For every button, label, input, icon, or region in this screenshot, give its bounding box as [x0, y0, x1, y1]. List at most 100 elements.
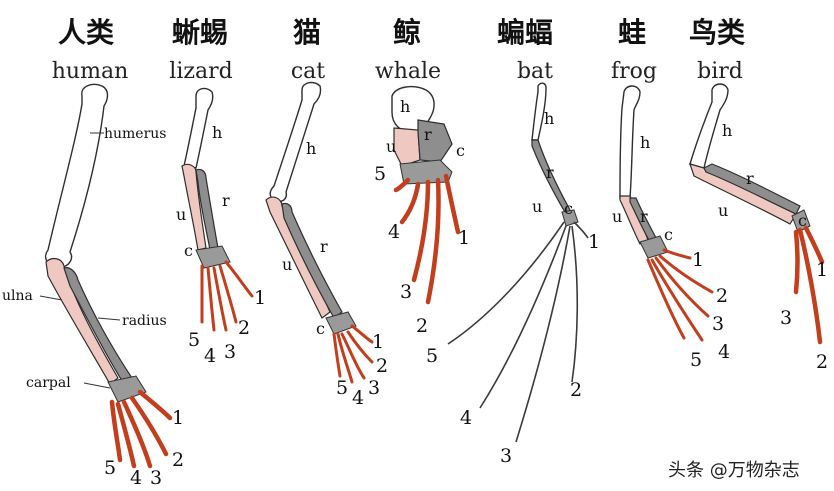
human-digit-5: 5 [104, 457, 116, 479]
bird-forelimb: h r u c 1 2 3 [689, 83, 828, 373]
bird-humerus [689, 83, 729, 169]
frog-digit-2: 2 [716, 285, 728, 307]
header-zh-whale: 鲸 [393, 16, 421, 49]
cat-digit-4: 4 [352, 387, 364, 409]
whale-digit-4: 4 [388, 221, 400, 243]
header-zh-human: 人类 [58, 16, 114, 49]
header-en-lizard: lizard [169, 59, 232, 84]
bat-digit-1: 1 [588, 231, 600, 253]
bat-forelimb: h r u c 1 2 3 4 5 [426, 82, 600, 467]
cat-digit-5: 5 [336, 377, 348, 399]
lizard-label-c: c [184, 241, 193, 260]
header-en-bat: bat [517, 59, 553, 84]
whale-digit-1: 1 [458, 227, 470, 249]
bird-digits [793, 225, 825, 345]
cat-label-c: c [316, 319, 325, 338]
bat-digit-3: 3 [500, 445, 512, 467]
lizard-digit-1: 1 [254, 287, 266, 309]
bat-label-r: r [546, 163, 554, 182]
cat-label-h: h [306, 139, 316, 158]
human-digit-1: 1 [172, 407, 184, 429]
whale-digits [393, 173, 461, 305]
frog-digits [646, 248, 714, 342]
cat-carpals [325, 311, 357, 335]
bat-digit-5: 5 [426, 345, 438, 367]
label-ulna: ulna [2, 288, 33, 304]
lizard-digit-2: 2 [238, 317, 250, 339]
lizard-forelimb: h r u c 1 2 3 4 5 [176, 87, 266, 367]
pointer-ulna [39, 295, 63, 301]
header-en-human: human [52, 59, 128, 84]
whale-label-u: u [386, 137, 396, 156]
frog-forelimb: h r u c 1 2 3 4 5 [612, 85, 730, 371]
lizard-label-r: r [222, 191, 230, 210]
frog-digit-4: 4 [718, 341, 730, 363]
frog-digit-3: 3 [712, 313, 724, 335]
bird-digit-2: 2 [816, 351, 828, 373]
bird-digit-1: 1 [816, 259, 828, 281]
human-ulna [45, 257, 119, 385]
bird-ulna [689, 163, 797, 225]
human-forelimb: humerus ulna radius carpal 1 2 3 4 5 [2, 83, 184, 489]
lizard-humerus [183, 87, 214, 169]
frog-digit-1: 1 [692, 249, 704, 271]
cat-label-r: r [320, 237, 328, 256]
header-zh-cat: 猫 [293, 16, 321, 49]
frog-digit-5: 5 [690, 349, 702, 371]
human-humerus [44, 83, 109, 269]
bird-label-u: u [718, 201, 728, 220]
pointer-carpal [83, 382, 111, 389]
human-carpals [107, 375, 147, 403]
human-radius [63, 267, 133, 385]
pointer-radius [97, 317, 121, 321]
label-carpal: carpal [26, 375, 71, 391]
bat-digits [447, 221, 589, 443]
human-digit-3: 3 [150, 467, 162, 489]
header-zh-bird: 鸟类 [689, 16, 745, 49]
bat-label-c: c [564, 199, 573, 218]
lizard-label-h: h [212, 123, 222, 142]
human-digit-4: 4 [130, 467, 142, 489]
whale-label-h: h [400, 97, 410, 116]
bat-label-u: u [532, 197, 542, 216]
cat-humerus [269, 81, 322, 203]
header-en-bird: bird [697, 59, 743, 84]
label-radius: radius [122, 313, 167, 329]
whale-digit-3: 3 [400, 281, 412, 303]
human-digit-2: 2 [172, 449, 184, 471]
bat-digit-2: 2 [570, 379, 582, 401]
whale-ulna [393, 127, 421, 167]
bat-humerus [531, 82, 547, 141]
frog-humerus [619, 85, 641, 199]
cat-digit-2: 2 [376, 355, 388, 377]
bat-digit-4: 4 [460, 407, 472, 429]
frog-label-c: c [664, 225, 673, 244]
frog-label-u: u [612, 207, 622, 226]
whale-digit-5: 5 [374, 163, 386, 185]
header-zh-lizard: 蜥蜴 [172, 16, 228, 49]
bird-radius [703, 163, 801, 215]
lizard-digits [200, 260, 254, 332]
bird-label-h: h [722, 121, 732, 140]
header-zh-frog: 蛙 [618, 16, 646, 49]
lizard-digit-5: 5 [188, 329, 200, 351]
header-zh-bat: 蝙蝠 [497, 16, 553, 49]
whale-label-r: r [424, 125, 432, 144]
header-en-whale: whale [375, 59, 441, 84]
human-digits [109, 389, 173, 469]
lizard-ulna [181, 163, 207, 251]
cat-forelimb: h r u c 1 2 3 4 5 [265, 81, 388, 409]
label-humerus: humerus [104, 126, 167, 142]
lizard-digit-4: 4 [204, 345, 216, 367]
bird-digit-3: 3 [780, 307, 792, 329]
frog-label-h: h [640, 133, 650, 152]
watermark: 头条 @万物杂志 [668, 460, 800, 481]
cat-digit-3: 3 [368, 377, 380, 399]
frog-label-r: r [640, 207, 648, 226]
bird-label-c: c [798, 211, 807, 230]
whale-label-c: c [456, 141, 465, 160]
cat-radius [281, 202, 343, 319]
lizard-digit-3: 3 [224, 341, 236, 363]
cat-ulna [265, 196, 331, 319]
